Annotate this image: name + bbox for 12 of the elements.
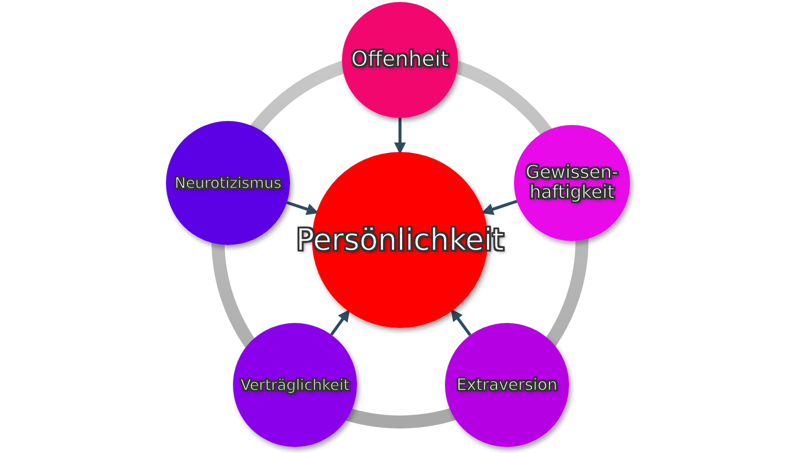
arrow (286, 201, 319, 215)
node-label: Neurotizismus (174, 174, 282, 192)
node-label: Verträglichkeit (240, 376, 350, 394)
node-label: Extraversion (456, 376, 558, 394)
arrow (450, 308, 472, 336)
trait-circle (445, 323, 569, 447)
arrow (481, 200, 518, 215)
arrow (330, 309, 350, 336)
arrow (394, 118, 406, 154)
node-label: Gewissen- haftigkeit (524, 163, 620, 203)
trait-circle (233, 323, 357, 447)
node-label: Offenheit (351, 48, 449, 72)
